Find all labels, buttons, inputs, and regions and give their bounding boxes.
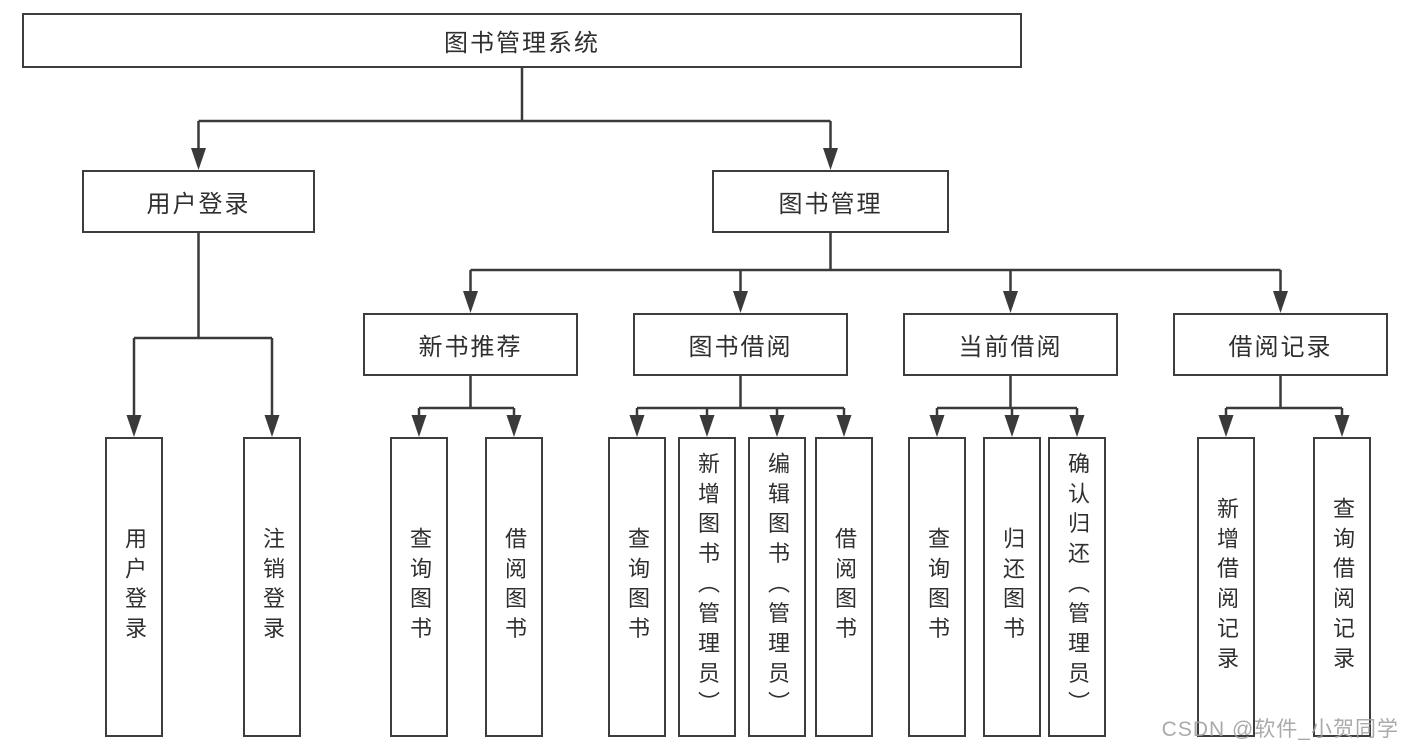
edge-line [469,233,1282,293]
arrow-down-icon [1218,415,1234,437]
watermark: CSDN @软件_小贺同学 [1161,718,1399,741]
node-leaf-cur-confirm: 确认归还（管理员） [1048,437,1106,737]
arrow-down-icon [769,415,785,437]
node-leaf-bw-add: 新增图书（管理员） [678,437,736,737]
node-root: 图书管理系统 [22,13,1022,68]
arrow-down-icon [506,415,522,437]
arrow-down-icon [929,415,945,437]
arrow-down-icon [836,415,852,437]
node-user-login: 用户登录 [82,170,315,233]
node-leaf-user-login: 用户登录 [105,437,163,737]
arrow-down-icon [699,415,715,437]
node-leaf-bw-borrow: 借阅图书 [815,437,873,737]
arrow-down-icon [191,148,206,170]
edge-line [635,376,846,417]
node-borrow-records: 借阅记录 [1173,313,1388,376]
arrow-down-icon [1003,291,1018,313]
arrow-down-icon [411,415,427,437]
node-new-book-rec: 新书推荐 [363,313,578,376]
node-leaf-rec-add: 新增借阅记录 [1197,437,1255,737]
node-leaf-nb-query: 查询图书 [390,437,448,737]
arrow-down-icon [1273,291,1288,313]
arrow-down-icon [733,291,748,313]
node-book-borrow: 图书借阅 [633,313,848,376]
node-leaf-rec-query: 查询借阅记录 [1313,437,1371,737]
node-leaf-logout: 注销登录 [243,437,301,737]
node-leaf-cur-return: 归还图书 [983,437,1041,737]
edge-line [417,376,516,417]
arrow-down-icon [126,415,142,437]
edge-line [935,376,1079,417]
edge-line [1224,376,1344,417]
arrow-down-icon [1069,415,1085,437]
edge-line [132,233,274,417]
arrow-down-icon [463,291,478,313]
node-book-mgmt: 图书管理 [712,170,949,233]
arrow-down-icon [629,415,645,437]
arrow-down-icon [1334,415,1350,437]
arrow-down-icon [264,415,280,437]
arrow-down-icon [823,148,838,170]
arrow-down-icon [1004,415,1020,437]
node-leaf-bw-query: 查询图书 [608,437,666,737]
node-leaf-nb-borrow: 借阅图书 [485,437,543,737]
node-leaf-cur-query: 查询图书 [908,437,966,737]
node-leaf-bw-edit: 编辑图书（管理员） [748,437,806,737]
node-current-borrow: 当前借阅 [903,313,1118,376]
edge-line [197,68,832,150]
